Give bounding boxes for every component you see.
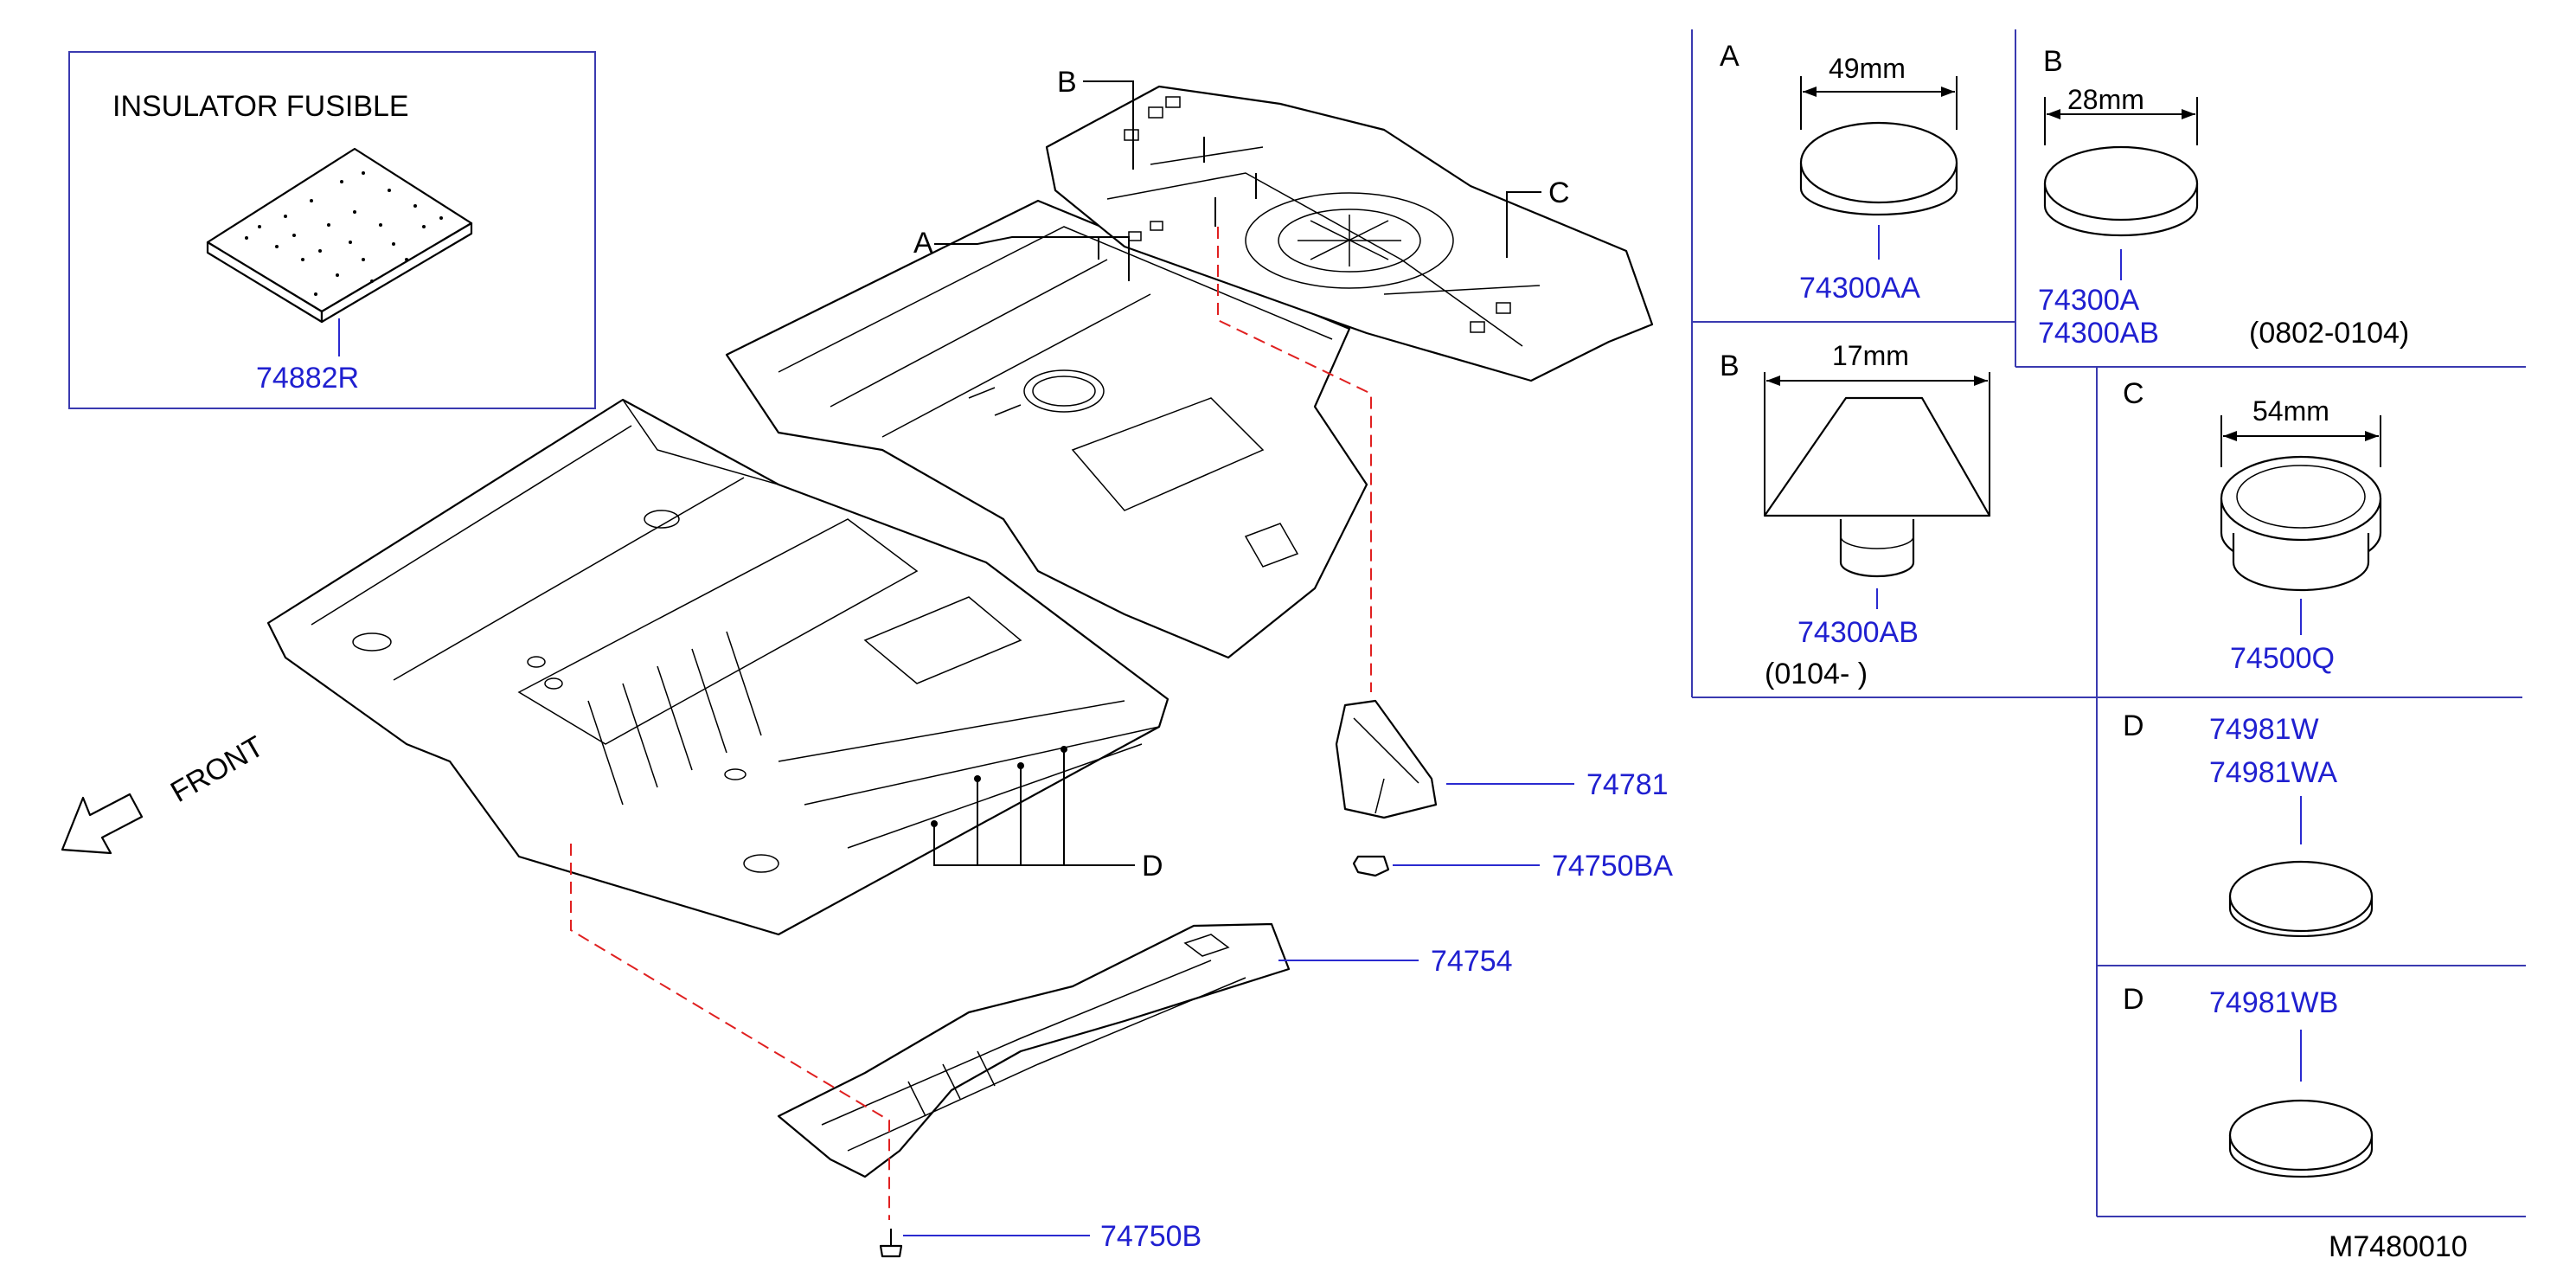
- detail-d1-part2[interactable]: 74981WA: [2209, 756, 2337, 789]
- inset-frame: [68, 51, 596, 409]
- insulator-inset: INSULATOR FUSIBLE 74882R: [68, 51, 596, 409]
- detail-b1-dim: 28mm: [2067, 84, 2144, 115]
- detail-c-dim: 54mm: [2252, 395, 2329, 427]
- callout-d-label: D: [1142, 850, 1163, 883]
- callout-b-label: B: [1057, 66, 1077, 99]
- detail-b-bottom: B 17mm 74300AB (0104- ): [1720, 340, 1991, 690]
- detail-d1-letter: D: [2123, 709, 2144, 742]
- part-74781[interactable]: 74781: [1586, 768, 1669, 801]
- detail-b2-part[interactable]: 74300AB: [1797, 616, 1919, 649]
- callout-c: C: [1506, 177, 1570, 258]
- detail-b2-letter: B: [1720, 350, 1740, 382]
- inset-title: INSULATOR FUSIBLE: [112, 90, 409, 123]
- arrow-left-icon: [61, 793, 144, 855]
- detail-b1-note: (0802-0104): [2249, 317, 2409, 350]
- assembly-guide-lines: [570, 227, 1372, 1220]
- detail-d2-letter: D: [2123, 983, 2144, 1016]
- detail-b1-part1[interactable]: 74300A: [2038, 284, 2140, 317]
- detail-d-top: D 74981W 74981WA: [2123, 709, 2374, 938]
- grommet-b-icon: [2043, 145, 2199, 237]
- detail-a-letter: A: [1720, 40, 1740, 73]
- callout-c-label: C: [1548, 177, 1570, 209]
- part-74750BA[interactable]: 74750BA: [1552, 850, 1673, 883]
- detail-b2-dim: 17mm: [1832, 340, 1909, 371]
- rear-floor-panel: [725, 199, 1368, 659]
- detail-b1-letter: B: [2043, 45, 2063, 78]
- detail-d-bottom: D 74981WB: [2123, 983, 2374, 1178]
- disc-plug-w-icon: [2228, 860, 2374, 938]
- insulator-pad-icon: [206, 147, 473, 324]
- part-74750B[interactable]: 74750B: [1100, 1220, 1201, 1253]
- detail-b2-note: (0104- ): [1765, 658, 1868, 690]
- detail-d1-part1[interactable]: 74981W: [2209, 713, 2319, 746]
- detail-c-letter: C: [2123, 377, 2144, 410]
- callout-a: A: [913, 227, 1130, 281]
- front-arrow: FRONT: [61, 729, 269, 855]
- detail-table-frame: [1691, 29, 2526, 1217]
- disc-plug-wb-icon: [2228, 1099, 2374, 1178]
- detail-d2-part[interactable]: 74981WB: [2209, 986, 2338, 1019]
- front-floor-panel: [266, 398, 1169, 936]
- detail-a-dim: 49mm: [1829, 53, 1906, 84]
- callout-a-label: A: [913, 227, 933, 260]
- callout-d: D: [933, 749, 1163, 883]
- detail-c-part[interactable]: 74500Q: [2230, 642, 2335, 675]
- bracket-74781: [1335, 699, 1438, 877]
- callout-b: B: [1057, 66, 1134, 170]
- part-74882R[interactable]: 74882R: [256, 362, 359, 395]
- cap-plug-icon: [2220, 455, 2382, 592]
- detail-b1-part2[interactable]: 74300AB: [2038, 317, 2159, 350]
- part-74754[interactable]: 74754: [1431, 945, 1513, 978]
- detail-b-top: B 28mm 74300A 74300AB (0802-0104): [2038, 45, 2409, 350]
- detail-c: C 54mm 74500Q: [2123, 377, 2382, 675]
- tunnel-member-74754: [777, 922, 1291, 1258]
- diagram-code: M7480010: [2329, 1230, 2468, 1263]
- front-label: FRONT: [165, 729, 269, 808]
- detail-a-part[interactable]: 74300AA: [1799, 272, 1920, 305]
- detail-a: A 49mm 74300AA: [1720, 40, 1958, 305]
- cone-plug-icon: [1763, 396, 1991, 578]
- rear-end-panel: [1045, 85, 1654, 382]
- grommet-a-icon: [1799, 121, 1958, 216]
